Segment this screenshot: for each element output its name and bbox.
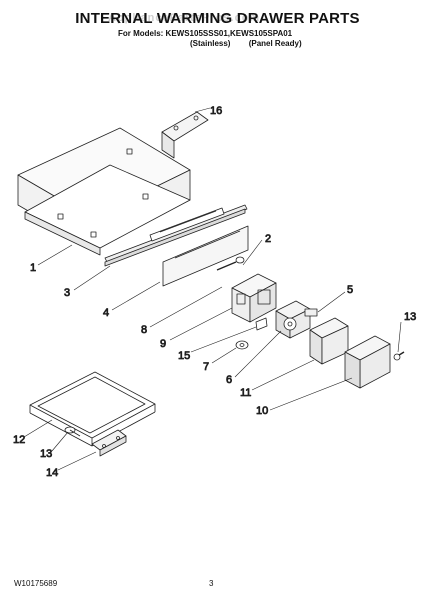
part-6-control-unit: [275, 300, 311, 339]
callout-9: 9: [160, 338, 166, 350]
part-10-panel-cover: [344, 335, 391, 389]
callout-1: 1: [30, 262, 36, 274]
variant-stainless: (Stainless): [190, 39, 231, 48]
callout-10: 10: [256, 405, 268, 417]
part-16-bracket: [161, 111, 209, 159]
model-variants: (Stainless) (Panel Ready): [190, 39, 302, 48]
callout-12: 12: [13, 434, 25, 446]
callout-16: 16: [210, 105, 222, 117]
callout-11: 11: [240, 387, 251, 399]
callout-14: 14: [46, 467, 58, 479]
callout-3: 3: [64, 287, 70, 299]
part-11-cover: [309, 317, 349, 365]
part-8-panel: [162, 225, 249, 287]
part-15-clip: [255, 317, 268, 331]
callout-6: 6: [226, 374, 232, 386]
part-13-fastener-left: [64, 426, 81, 437]
callout-13-left: 13: [40, 448, 52, 460]
part-9-housing: [231, 273, 277, 323]
part-1-drawer-liner: [17, 127, 191, 256]
part-14-handle: [91, 429, 127, 457]
part-12-rack: [29, 371, 156, 447]
part-13-screw-right: [393, 351, 405, 361]
callout-2: 2: [265, 233, 271, 245]
part-7-washer: [235, 340, 249, 350]
variant-panel-ready: (Panel Ready): [248, 39, 302, 48]
page-number: 3: [209, 579, 214, 588]
callout-15: 15: [178, 350, 190, 362]
callout-7: 7: [203, 361, 209, 373]
leader-lines: [23, 107, 402, 471]
callout-5: 5: [347, 284, 353, 296]
document-number: W10175689: [14, 579, 58, 588]
callout-4: 4: [103, 307, 109, 319]
models-line: For Models: KEWS105SSS01,KEWS105SPA01: [118, 29, 293, 38]
callout-8: 8: [141, 324, 147, 336]
part-5-connector: [304, 308, 318, 317]
callout-13-right: 13: [404, 311, 416, 323]
page-title: INTERNAL WARMING DRAWER PARTS: [75, 10, 360, 27]
part-2-screw: [216, 256, 245, 271]
watermark: AppliancePartsPros.com: [108, 12, 261, 24]
part-3-slide-rail: [104, 204, 248, 267]
